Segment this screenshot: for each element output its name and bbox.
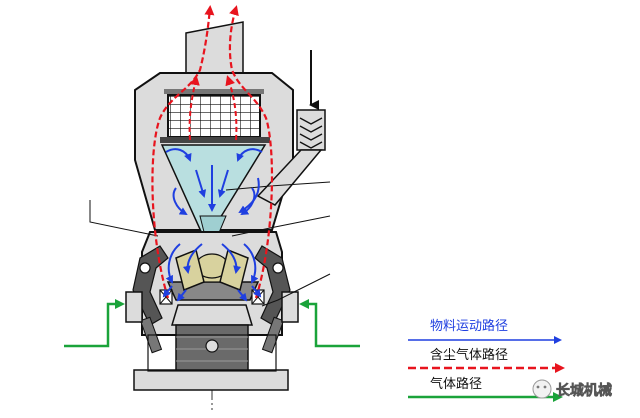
material-path-16 [237,289,248,302]
callout-line-1 [225,181,331,191]
gas-path-left [64,299,125,348]
callout-line-2 [231,215,331,237]
mill-base [147,334,277,372]
legend-label-material-path: 物料运动路径 [430,318,508,334]
legend: 物料运动路径 含尘气体路径 气体路径 [408,318,565,402]
material-path-14 [251,285,262,298]
callout-line-4 [89,200,159,237]
gas-inlet-left [125,291,143,323]
watermark-text: 长城机械 [556,382,612,399]
legend-label-dusty-gas-path: 含尘气体路径 [430,347,508,363]
feed-hopper [296,109,326,151]
material-path-10 [243,243,259,284]
material-path-15 [176,289,187,302]
pivot-right [272,262,284,274]
pivot-left [139,262,151,274]
outlet-duct [185,21,244,74]
classifier-top-plate [164,89,264,94]
gas-path-right [299,299,360,348]
gearbox-shaft [205,339,219,353]
material-path-1 [165,148,192,162]
material-path-11 [182,243,203,274]
material-path-6 [195,169,207,198]
gearbox-housing [170,304,254,326]
dusty-gas-path-4 [225,75,238,141]
dusty-gas-path-2 [228,5,274,299]
watermark: 长城机械 [532,379,612,399]
classifier-plate [160,137,270,143]
dusty-gas-path-3 [188,75,200,141]
material-path-9 [165,243,181,284]
material-path-3 [172,187,188,216]
dusty-gas-path-1 [151,5,215,299]
callout-line-3 [261,273,331,307]
material-path-2 [236,148,263,162]
legend-label-gas-path: 气体路径 [430,376,482,392]
material-path-7 [217,169,229,198]
wechat-logo-icon [532,379,552,399]
material-path-8 [238,177,260,214]
material-path-12 [221,243,242,274]
classifier-cage [167,94,261,138]
material-path-13 [162,285,173,298]
gas-inlet-right [281,291,299,323]
return-cone [160,144,267,240]
mill-foundation [133,369,289,391]
feed-screw [299,117,323,149]
